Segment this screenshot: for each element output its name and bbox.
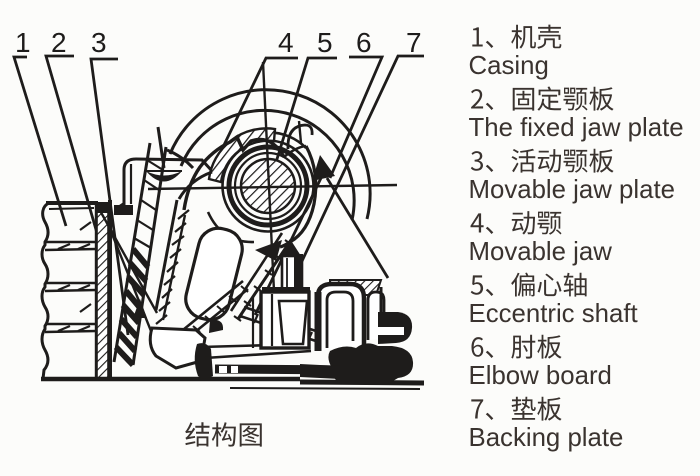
svg-text:3: 3 (91, 27, 107, 58)
svg-text:6: 6 (356, 27, 372, 58)
svg-text:1: 1 (15, 27, 31, 58)
svg-text:4: 4 (278, 27, 294, 58)
svg-text:2: 2 (51, 27, 67, 58)
svg-text:5: 5 (317, 27, 333, 58)
svg-text:7: 7 (406, 27, 422, 58)
